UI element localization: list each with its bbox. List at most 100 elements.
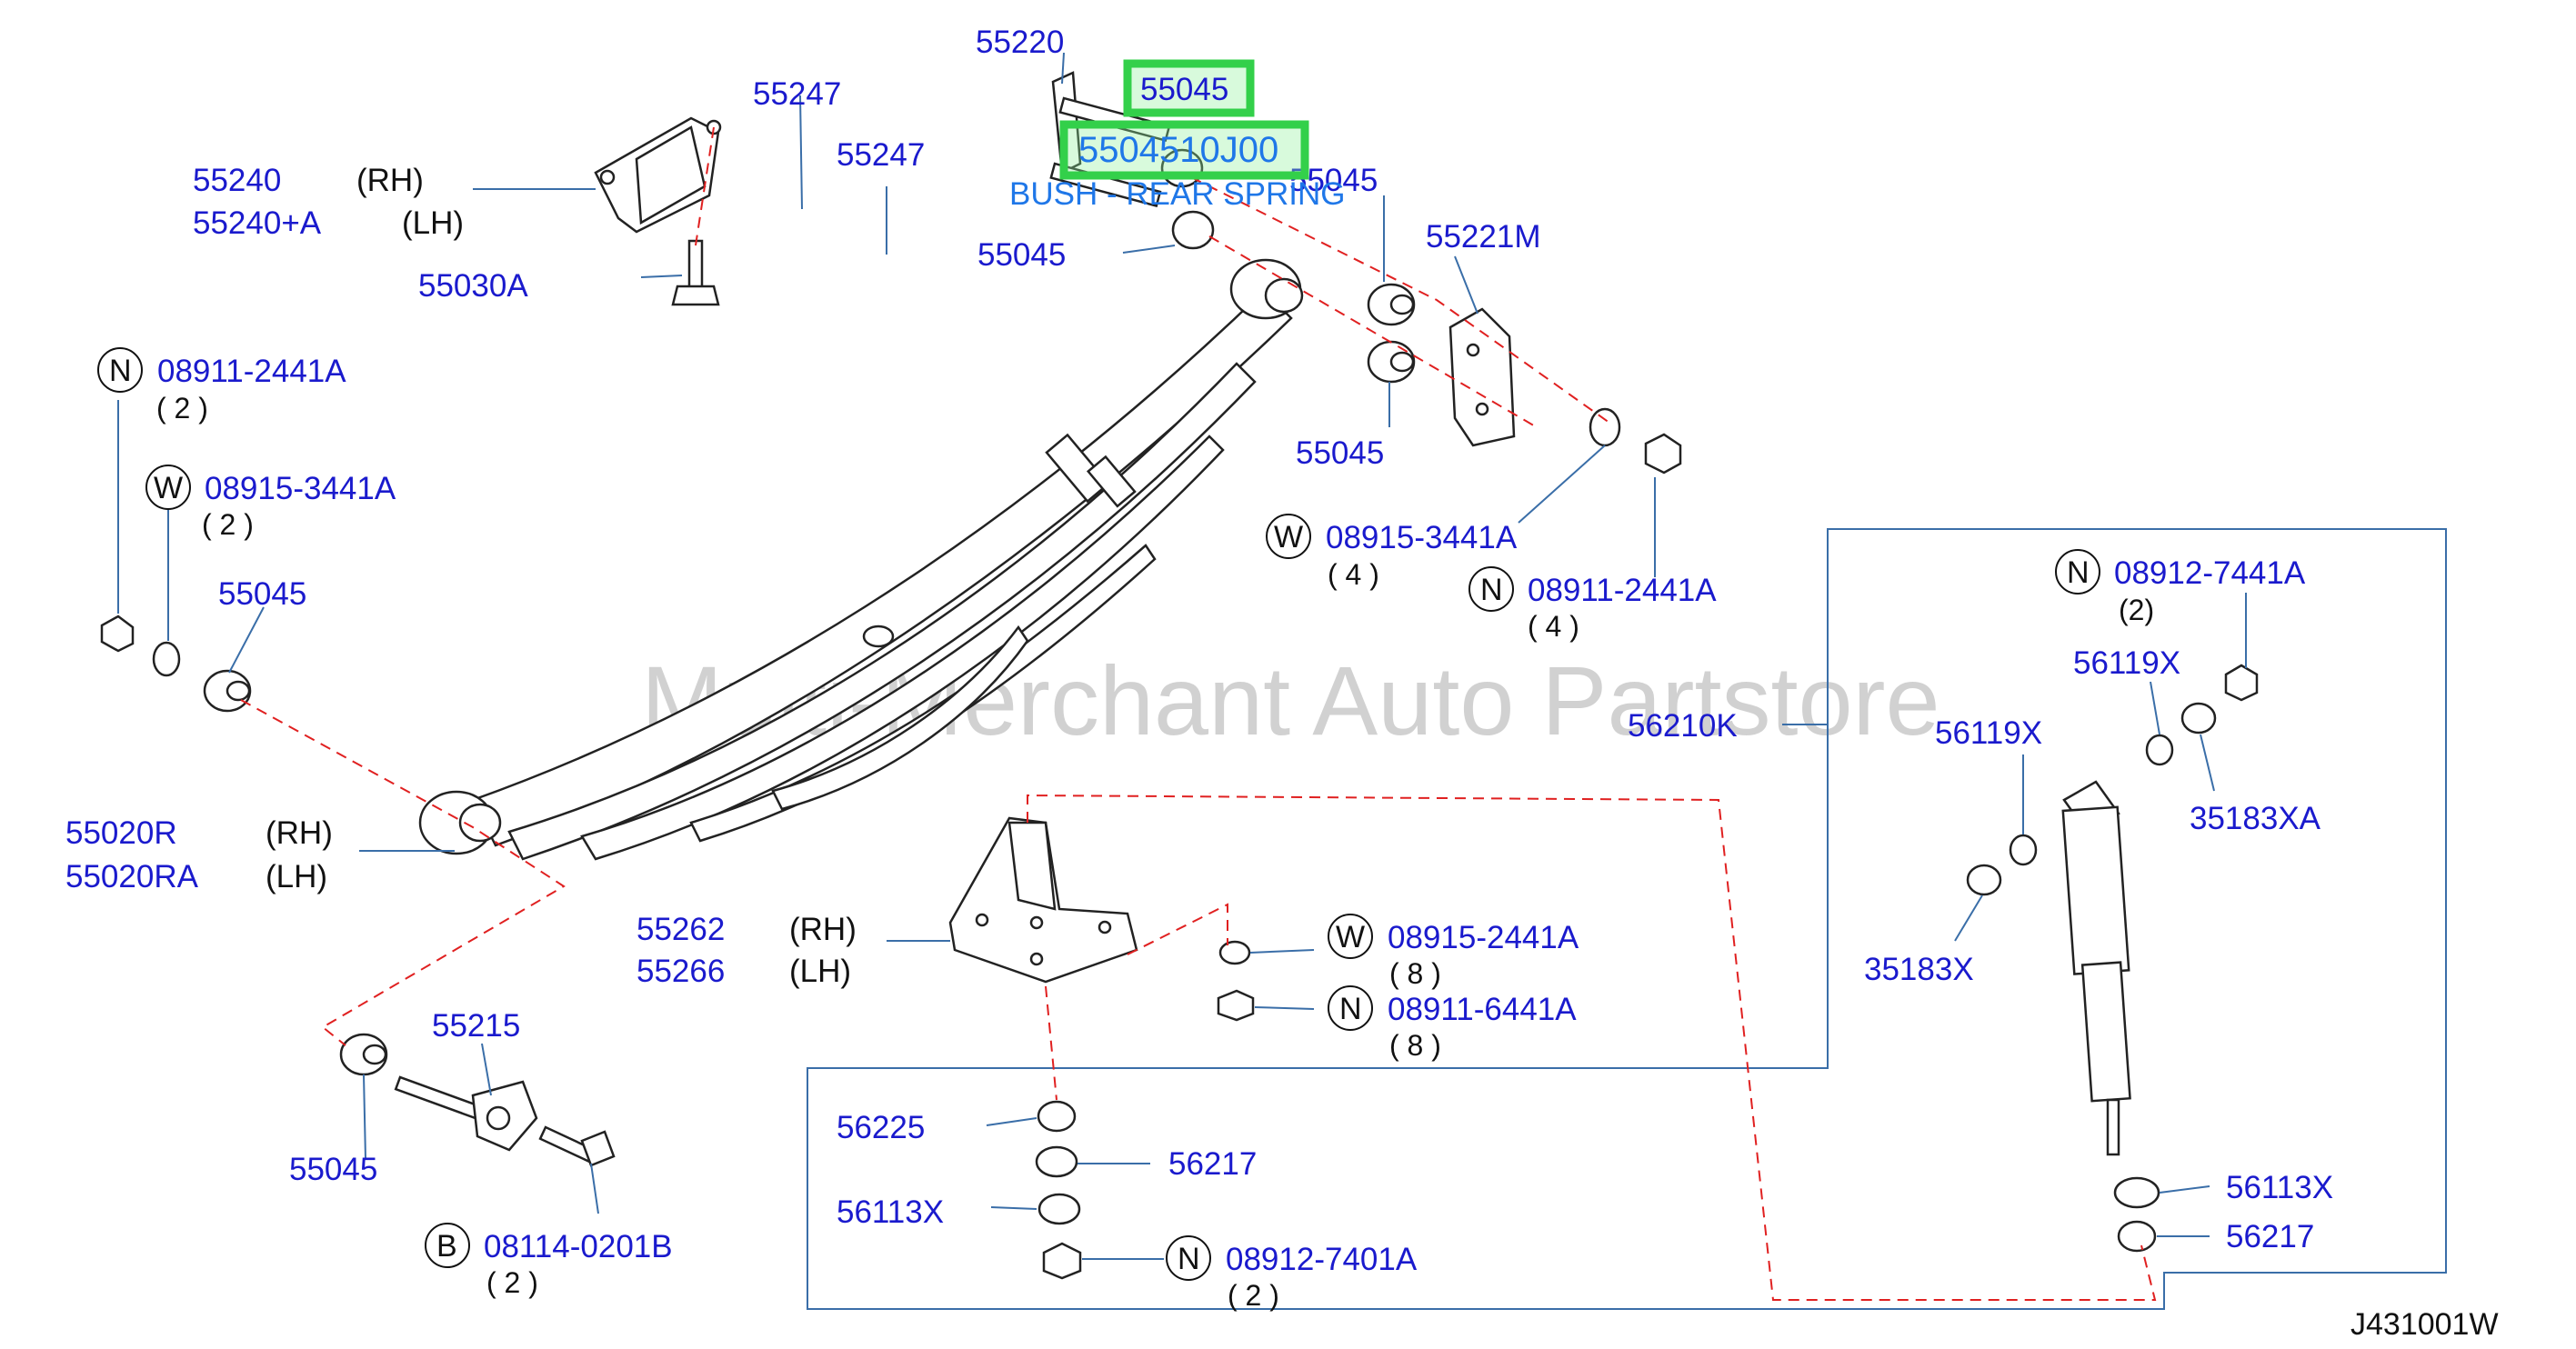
washer-35183x[interactable] [1966, 864, 2002, 896]
label-56113x-b: 56113X [2226, 1170, 2333, 1205]
n-letter-5: N [1178, 1242, 1200, 1276]
assembly-line-front [695, 126, 715, 246]
hotspot-5504510j00[interactable]: 5504510J00 [1059, 120, 1309, 180]
shock-absorber-56210k[interactable] [2061, 780, 2131, 1156]
leader-lines [117, 52, 2247, 1260]
bushing-56119x-b[interactable] [2009, 834, 2038, 866]
label-55020r: 55020R [65, 815, 177, 851]
qty-08912-7441a: (2) [2119, 594, 2154, 626]
washer-56217-b[interactable] [2117, 1220, 2157, 1253]
label-08912-7401a: 08912-7401A [1226, 1242, 1418, 1277]
w-letter-3: W [1336, 920, 1365, 954]
n-letter-2: N [1480, 573, 1503, 607]
bushing-56119x-a[interactable] [2145, 734, 2174, 766]
w-circle-1 [145, 465, 191, 510]
label-55240a: 55240+A [193, 205, 322, 241]
label-08114-0201b: 08114-0201B [484, 1229, 673, 1264]
shackle-plate-55221m[interactable] [1448, 307, 1516, 447]
label-55045-right-low: 55045 [1296, 435, 1384, 471]
n-circle-5 [1166, 1235, 1211, 1281]
label-55262-rh: (RH) [789, 912, 857, 947]
qty-08911-2441a: ( 2 ) [156, 392, 208, 425]
assembly-line-seat-down [1045, 985, 1057, 1101]
label-55020ra: 55020RA [65, 859, 199, 894]
label-08915-2441a: 08915-2441A [1388, 920, 1579, 955]
label-08911-2441a-r: 08911-2441A [1528, 573, 1717, 608]
washer-56217-a[interactable] [1035, 1145, 1078, 1178]
label-55220: 55220 [976, 25, 1064, 60]
label-55262: 55262 [636, 912, 725, 947]
label-55030a: 55030A [418, 268, 528, 304]
bushing-left[interactable] [203, 669, 252, 713]
label-55045-top: 55045 [1140, 72, 1228, 107]
bushing-bottom[interactable] [339, 1033, 388, 1076]
qty-08912-7401a: ( 2 ) [1228, 1279, 1279, 1312]
u-bolt-a[interactable] [757, 218, 830, 373]
annotation-part-code: 5504510J00 [1078, 130, 1278, 170]
qty-08911-2441a-r: ( 4 ) [1528, 610, 1579, 643]
qty-08915-3441a-r: ( 4 ) [1328, 558, 1379, 591]
assembly-line-rear-lower [1208, 235, 1538, 428]
leaf-spring[interactable] [418, 258, 1304, 861]
qty-08114-0201b: ( 2 ) [486, 1266, 538, 1299]
bolt-55030a[interactable] [671, 239, 720, 306]
qty-08915-3441a: ( 2 ) [202, 508, 254, 541]
washer-left[interactable] [152, 641, 181, 677]
qty-08911-6441a: ( 8 ) [1389, 1029, 1441, 1062]
washer-35183xa[interactable] [2180, 702, 2217, 734]
spring-seat-55262[interactable] [948, 816, 1138, 984]
n-letter-3: N [2067, 555, 2090, 590]
nut-right[interactable] [1644, 433, 1682, 475]
label-56119x-b: 56119X [1935, 715, 2042, 751]
shock-group-box [807, 528, 2447, 1310]
nut-left[interactable] [100, 615, 135, 653]
nut-08912-7401a[interactable] [1042, 1242, 1082, 1280]
w-letter-2: W [1274, 520, 1303, 555]
bushing-56113x-a[interactable] [1037, 1193, 1081, 1225]
label-56119x-a: 56119X [2073, 645, 2180, 681]
front-hanger-bracket[interactable] [594, 116, 722, 234]
label-56113x-a: 56113X [837, 1194, 944, 1230]
label-55215: 55215 [432, 1008, 520, 1044]
label-08911-6441a: 08911-6441A [1388, 992, 1577, 1027]
label-55045-bottom: 55045 [289, 1152, 377, 1187]
nut-08912-7441a[interactable] [2224, 664, 2259, 702]
label-55221m: 55221M [1426, 219, 1540, 255]
assembly-line-shock [1027, 794, 2157, 1301]
washer-right[interactable] [1589, 407, 1621, 447]
annotation-description: BUSH - REAR SPRING [1009, 176, 1346, 212]
u-bolt-b[interactable] [850, 260, 921, 409]
bushing-56225[interactable] [1037, 1100, 1077, 1133]
label-55266: 55266 [636, 954, 725, 989]
label-35183x: 35183X [1864, 952, 1974, 987]
washer-08915-2441a[interactable] [1218, 940, 1251, 965]
assembly-line-seat [1127, 903, 1228, 955]
bushing-56113x-b[interactable] [2113, 1176, 2160, 1209]
label-56217-a: 56217 [1168, 1146, 1257, 1182]
label-56210k: 56210K [1628, 708, 1738, 744]
label-35183xa: 35183XA [2190, 801, 2321, 836]
n-circle-1 [97, 347, 143, 393]
bolt-08114-0201b[interactable] [538, 1125, 616, 1167]
assembly-line-left [240, 699, 566, 1046]
n-circle-4 [1328, 985, 1373, 1031]
n-letter-4: N [1339, 992, 1362, 1026]
n-circle-2 [1468, 566, 1514, 612]
hotspot-55045[interactable]: 55045 [1123, 59, 1255, 117]
label-55247-a: 55247 [753, 76, 841, 112]
shackle-pin-55215[interactable] [394, 1075, 538, 1152]
label-56225: 56225 [837, 1110, 925, 1145]
label-08911-2441a: 08911-2441A [157, 354, 346, 389]
label-55247-b: 55247 [837, 137, 925, 173]
nut-08911-6441a[interactable] [1217, 989, 1255, 1022]
bushing-right-lower[interactable] [1367, 340, 1416, 384]
label-55240-rh: (RH) [356, 163, 424, 198]
b-letter: B [436, 1229, 457, 1264]
w-circle-3 [1328, 914, 1373, 959]
qty-08915-2441a: ( 8 ) [1389, 957, 1441, 990]
bushing-right-upper[interactable] [1367, 283, 1416, 326]
label-55020r-rh: (RH) [266, 815, 333, 851]
label-08915-3441a-r: 08915-3441A [1326, 520, 1518, 555]
